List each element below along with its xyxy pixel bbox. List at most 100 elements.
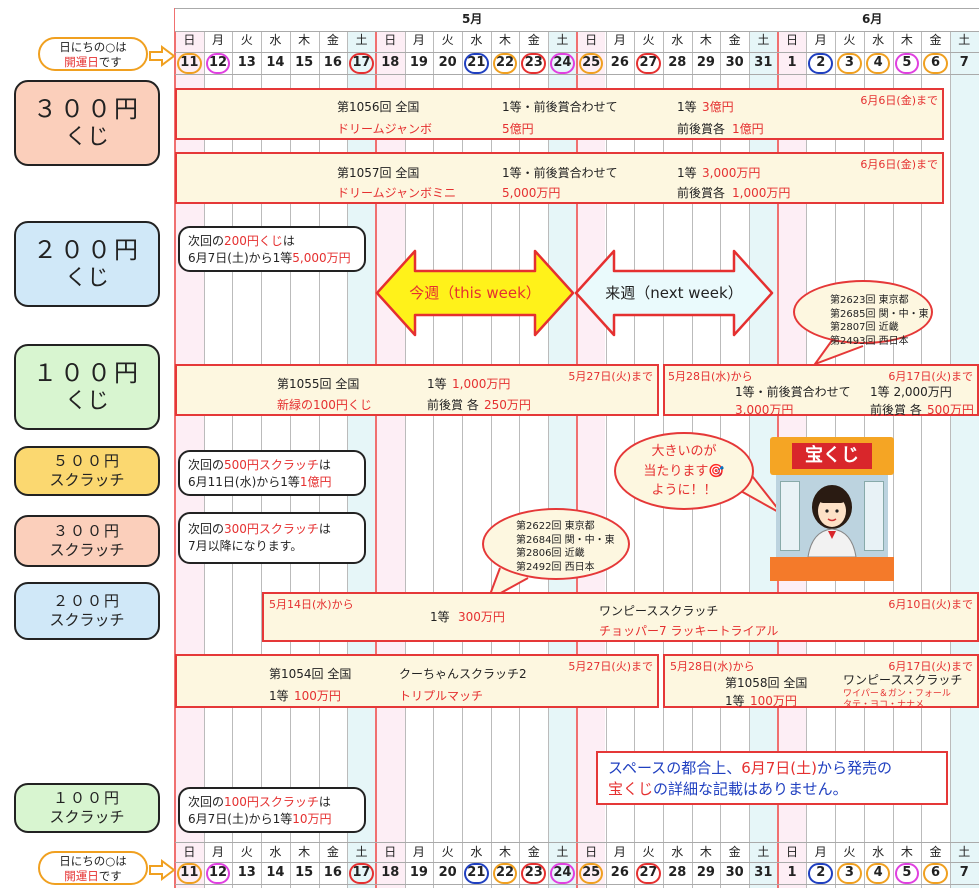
month-header-row xyxy=(175,8,979,32)
lottery-subtitle: タテ・ヨコ・ナナメ xyxy=(843,700,925,710)
regional-kuji-bubble: 第2623回 東京都 第2685回 関・中・東 第2807回 近畿 第2493回… xyxy=(793,280,933,347)
weekday-label: 日 xyxy=(384,33,397,47)
weekday-label: 日 xyxy=(183,33,196,47)
day-column xyxy=(921,8,950,888)
next-week-arrow-icon xyxy=(574,249,774,337)
weekday-label: 土 xyxy=(556,845,569,859)
weekday-label: 火 xyxy=(441,845,454,859)
day-number: 19 xyxy=(409,55,428,70)
combined-prize-label: 1等・前後賞合わせて xyxy=(502,100,618,114)
notice-highlight: 6月7日(土) xyxy=(741,759,817,777)
weekday-label: 金 xyxy=(527,33,540,47)
category-500yen-scratch: ５００円 スクラッチ xyxy=(14,446,160,496)
first-prize-value: 3,000万円 xyxy=(702,166,761,180)
weekday-label: 火 xyxy=(642,845,655,859)
first-prize-label: 1等 xyxy=(677,100,697,114)
day-number: 28 xyxy=(668,865,687,880)
week-separator xyxy=(174,8,176,888)
weekday-label: 月 xyxy=(613,845,626,859)
category-type: スクラッチ xyxy=(49,611,125,629)
note-highlight: 10万円 xyxy=(292,812,332,827)
day-number: 20 xyxy=(438,865,457,880)
combined-prize-label: 1等・前後賞合わせて xyxy=(735,385,851,399)
lucky-day-ring xyxy=(808,53,834,74)
day-column xyxy=(375,8,405,888)
weekday-label: 木 xyxy=(298,33,311,47)
note-text: は xyxy=(318,458,331,472)
lucky-day-ring xyxy=(894,863,920,884)
weekday-label: 水 xyxy=(269,845,282,859)
first-prize-label: 1等 xyxy=(725,694,745,708)
day-column xyxy=(519,8,548,888)
note-highlight: 5,000万円 xyxy=(292,251,351,266)
day-column xyxy=(289,8,319,888)
day-number: 28 xyxy=(668,55,687,70)
draw-number: 第1057回 全国 xyxy=(337,166,420,180)
note-text: 次回の xyxy=(188,234,225,248)
lucky-day-hint-bottom: 日にちの○は 開運日です xyxy=(38,851,148,885)
day-column xyxy=(318,8,348,888)
weekday-label: 金 xyxy=(527,845,540,859)
draw-number: 第1054回 全国 xyxy=(269,667,352,681)
lucky-day-ring xyxy=(521,53,547,74)
bubble-line: 大きいのが xyxy=(651,444,717,459)
day-number: 7 xyxy=(959,865,969,880)
hint-lucky-word: 開運日 xyxy=(64,55,99,69)
hint-suffix: です xyxy=(98,869,122,883)
combined-prize-value: 5億円 xyxy=(502,122,534,136)
next-100yen-scratch-note: 次回の100円スクラッチは 6月7日(土)から1等10万円 xyxy=(178,787,366,833)
weekday-label: 木 xyxy=(298,845,311,859)
category-type: スクラッチ xyxy=(49,541,125,559)
lucky-day-ring xyxy=(837,863,862,884)
category-price: ３００円 xyxy=(33,95,141,124)
hint-lucky-word: 開運日 xyxy=(64,869,99,883)
lottery-booth-illustration: 宝くじ xyxy=(770,437,894,581)
day-column xyxy=(203,8,233,888)
weekday-label: 木 xyxy=(900,33,913,47)
weekday-label: 金 xyxy=(728,845,741,859)
week-separator xyxy=(575,8,578,888)
category-type: くじ xyxy=(64,266,109,292)
weekday-label: 土 xyxy=(958,33,971,47)
note-highlight: 200円くじ xyxy=(224,234,283,248)
day-number: 15 xyxy=(295,865,314,880)
weekday-label: 火 xyxy=(642,33,655,47)
lucky-day-ring xyxy=(865,53,891,74)
weekday-label: 木 xyxy=(900,845,913,859)
category-100yen-scratch: １００円 スクラッチ xyxy=(14,783,160,833)
note-text: は xyxy=(318,795,331,809)
weekday-label: 金 xyxy=(929,845,942,859)
day-column xyxy=(490,8,520,888)
lucky-day-ring xyxy=(808,863,834,884)
note-text: 次回の xyxy=(188,795,225,809)
weekday-label: 水 xyxy=(872,33,885,47)
note-highlight: 1億円 xyxy=(299,475,332,490)
hint-suffix: です xyxy=(98,55,122,69)
next-500yen-scratch-note: 次回の500円スクラッチは 6月11日(水)から1等1億円 xyxy=(178,450,366,496)
dream-jumbo-mini-box: 第1057回 全国 ドリームジャンボミニ 1等・前後賞合わせて 5,000万円 … xyxy=(175,152,944,204)
day-number: 29 xyxy=(696,55,715,70)
day-number: 15 xyxy=(295,55,314,70)
lucky-day-ring xyxy=(177,53,202,74)
category-100yen-kuji: １００円 くじ xyxy=(14,344,160,430)
lucky-day-ring xyxy=(578,53,604,74)
regional-line: 第2493回 西日本 xyxy=(830,335,909,347)
lucky-day-ring xyxy=(349,53,374,74)
month-label-june: 6月 xyxy=(862,12,883,26)
end-date: 6月17日(火)まで xyxy=(888,660,973,673)
day-number: 31 xyxy=(754,865,773,880)
day-number: 5 xyxy=(902,55,912,70)
note-text: 次回の xyxy=(188,458,225,472)
category-type: くじ xyxy=(64,389,109,415)
start-date: 5月28日(水)から xyxy=(668,370,753,383)
first-prize-value: 3億円 xyxy=(702,100,734,114)
day-number: 16 xyxy=(323,865,342,880)
lucky-day-ring xyxy=(205,53,231,74)
day-number: 4 xyxy=(873,55,883,70)
day-number: 30 xyxy=(725,865,744,880)
lottery-subtitle: チョッパー7 ラッキートライアル xyxy=(599,624,779,638)
category-price: ５００円 xyxy=(52,452,121,471)
weekday-label: 土 xyxy=(355,33,368,47)
category-200yen-kuji: ２００円 くじ xyxy=(14,221,160,307)
category-300yen-kuji: ３００円 くじ xyxy=(14,80,160,166)
